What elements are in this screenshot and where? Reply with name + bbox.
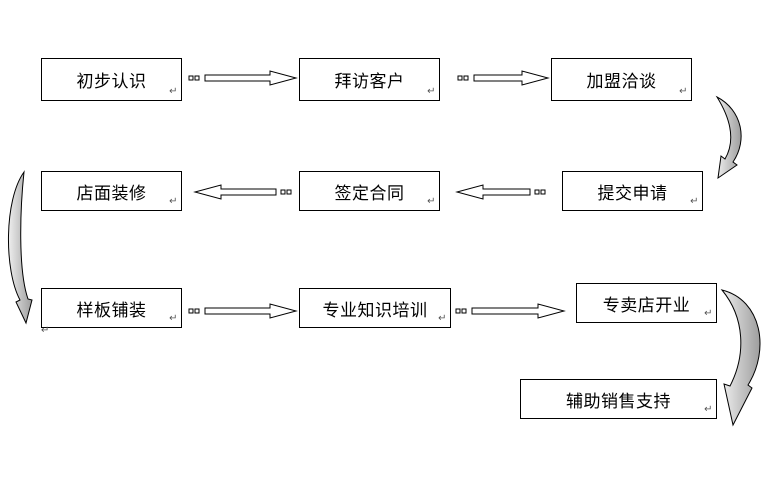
arrow-s7-s8: [188, 303, 298, 319]
paragraph-mark: ↵: [169, 196, 178, 207]
step-franchise-negotiation: 加盟洽谈 ↵: [551, 58, 692, 101]
step-sign-contract: 签定合同 ↵: [299, 171, 440, 211]
curved-arrow-s3-s4: [715, 95, 742, 180]
paragraph-mark: ↵: [427, 196, 436, 207]
arrow-s2-s3: [457, 70, 550, 86]
curved-arrow-s9-s10: [720, 289, 761, 427]
step-sales-support: 辅助销售支持 ↵: [520, 379, 717, 419]
step-professional-training: 专业知识培训 ↵: [299, 288, 451, 328]
step-label: 初步认识: [76, 72, 147, 92]
paragraph-mark: ↵: [438, 313, 447, 324]
paragraph-mark: ↵: [704, 404, 713, 415]
step-label: 店面装修: [76, 183, 147, 204]
step-label: 加盟洽谈: [586, 72, 657, 92]
paragraph-mark: ↵: [427, 86, 436, 97]
step-visit-customer: 拜访客户 ↵: [299, 58, 440, 101]
step-label: 样板铺装: [76, 300, 147, 321]
paragraph-mark: ↵: [679, 86, 688, 97]
paragraph-mark: ↵: [169, 313, 178, 324]
arrow-s5-s6: [193, 184, 292, 200]
step-store-decoration: 店面装修 ↵: [41, 171, 182, 211]
paragraph-mark: ↵: [704, 308, 713, 319]
paragraph-mark: ↵: [690, 196, 699, 207]
step-sample-installation: 样板铺装 ↵: [41, 288, 182, 328]
arrow-s4-s5: [455, 184, 546, 200]
step-label: 辅助销售支持: [566, 391, 671, 412]
step-label: 专卖店开业: [602, 295, 691, 316]
step-label: 提交申请: [597, 183, 668, 204]
step-label: 拜访客户: [334, 72, 405, 92]
step-store-opening: 专卖店开业 ↵: [576, 283, 717, 323]
arrow-s8-s9: [455, 303, 566, 319]
step-label: 签定合同: [334, 183, 405, 204]
arrow-s1-s2: [188, 70, 298, 86]
step-label: 专业知识培训: [322, 300, 428, 321]
step-submit-application: 提交申请 ↵: [562, 171, 703, 211]
step-initial-contact: 初步认识 ↵: [41, 58, 182, 101]
paragraph-mark: ↵: [169, 86, 178, 97]
stray-paragraph-mark: ↵: [41, 325, 50, 336]
curved-arrow-s6-s7: [8, 170, 33, 325]
